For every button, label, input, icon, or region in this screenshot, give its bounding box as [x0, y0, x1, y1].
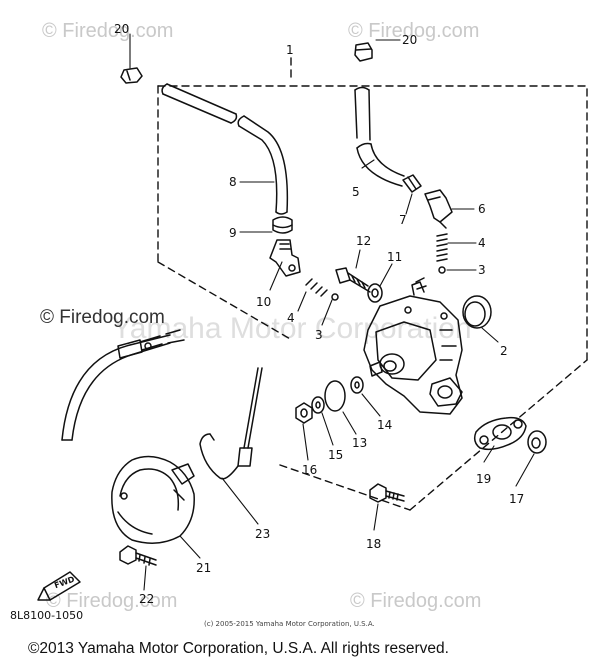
bolt-part-12	[335, 267, 371, 293]
callout-10: 10	[256, 295, 272, 309]
ball-part-3-right	[438, 266, 446, 274]
plate-part-13	[324, 380, 346, 412]
washer-part-15	[311, 396, 325, 414]
elbow-fitting-part-6	[424, 189, 453, 229]
callout-15: 15	[328, 448, 344, 462]
hose-part-8	[161, 83, 289, 215]
clamp-part-7	[402, 174, 422, 193]
cap-part-20-right	[354, 42, 373, 62]
cap-part-20-left	[120, 67, 143, 84]
elbow-fitting-part-10	[269, 239, 301, 277]
callout-22: 22	[139, 592, 155, 606]
spring-part-4-right	[436, 233, 448, 262]
rod-part-23	[199, 367, 263, 480]
callout-20-left: 20	[114, 22, 130, 36]
seal-part-2	[462, 295, 492, 329]
washer-part-11	[367, 283, 383, 303]
assembly-boundary	[157, 57, 588, 511]
callout-20-right: 20	[402, 33, 418, 47]
oil-pump-body	[363, 277, 463, 415]
callout-21: 21	[196, 561, 212, 575]
callout-3-right: 3	[478, 263, 486, 277]
callout-8: 8	[229, 175, 237, 189]
callout-7: 7	[399, 213, 407, 227]
bolt-part-22	[119, 545, 157, 566]
nut-part-16	[295, 402, 313, 424]
callout-12: 12	[356, 234, 372, 248]
callout-19: 19	[476, 472, 492, 486]
hose-part-5	[354, 86, 405, 187]
watermark-top-left: © Firedog.com	[42, 20, 174, 42]
diagram-code: 8L8100-1050	[10, 609, 84, 622]
footer-copyright: ©2013 Yamaha Motor Corporation, U.S.A. A…	[28, 640, 449, 657]
watermark-prominent: © Firedog.com	[40, 307, 165, 328]
watermark-top-right: © Firedog.com	[348, 20, 480, 42]
watermark-bottom-right: © Firedog.com	[350, 590, 482, 612]
cover-part-21	[111, 455, 195, 544]
watermark-brand: Yamaha Motor Corporation	[112, 312, 472, 345]
callout-13: 13	[352, 436, 368, 450]
spring-part-4-left	[305, 278, 328, 297]
washer-part-14	[350, 376, 364, 394]
callout-17: 17	[509, 492, 525, 506]
washer-part-17	[527, 430, 547, 454]
callout-3-left: 3	[315, 328, 323, 342]
ball-part-3-left	[331, 293, 339, 301]
leader-lines	[129, 33, 535, 591]
callout-11: 11	[387, 250, 403, 264]
clamp-part-9	[272, 216, 293, 234]
callout-14: 14	[377, 418, 393, 432]
gasket-part-19	[473, 416, 527, 451]
callout-2: 2	[500, 344, 508, 358]
callout-23: 23	[255, 527, 271, 541]
callout-5: 5	[352, 185, 360, 199]
callout-1: 1	[286, 43, 294, 57]
watermark-bottom-left: © Firedog.com	[46, 590, 178, 612]
callout-4-right: 4	[478, 236, 486, 250]
callout-18: 18	[366, 537, 382, 551]
callout-4-left: 4	[287, 311, 295, 325]
inner-copyright: (c) 2005-2015 Yamaha Motor Corporation, …	[204, 620, 375, 628]
callout-9: 9	[229, 226, 237, 240]
bolt-part-18	[369, 483, 405, 503]
control-cable	[61, 329, 185, 441]
fwd-arrow	[37, 571, 81, 601]
callout-16: 16	[302, 463, 318, 477]
callout-6: 6	[478, 202, 486, 216]
